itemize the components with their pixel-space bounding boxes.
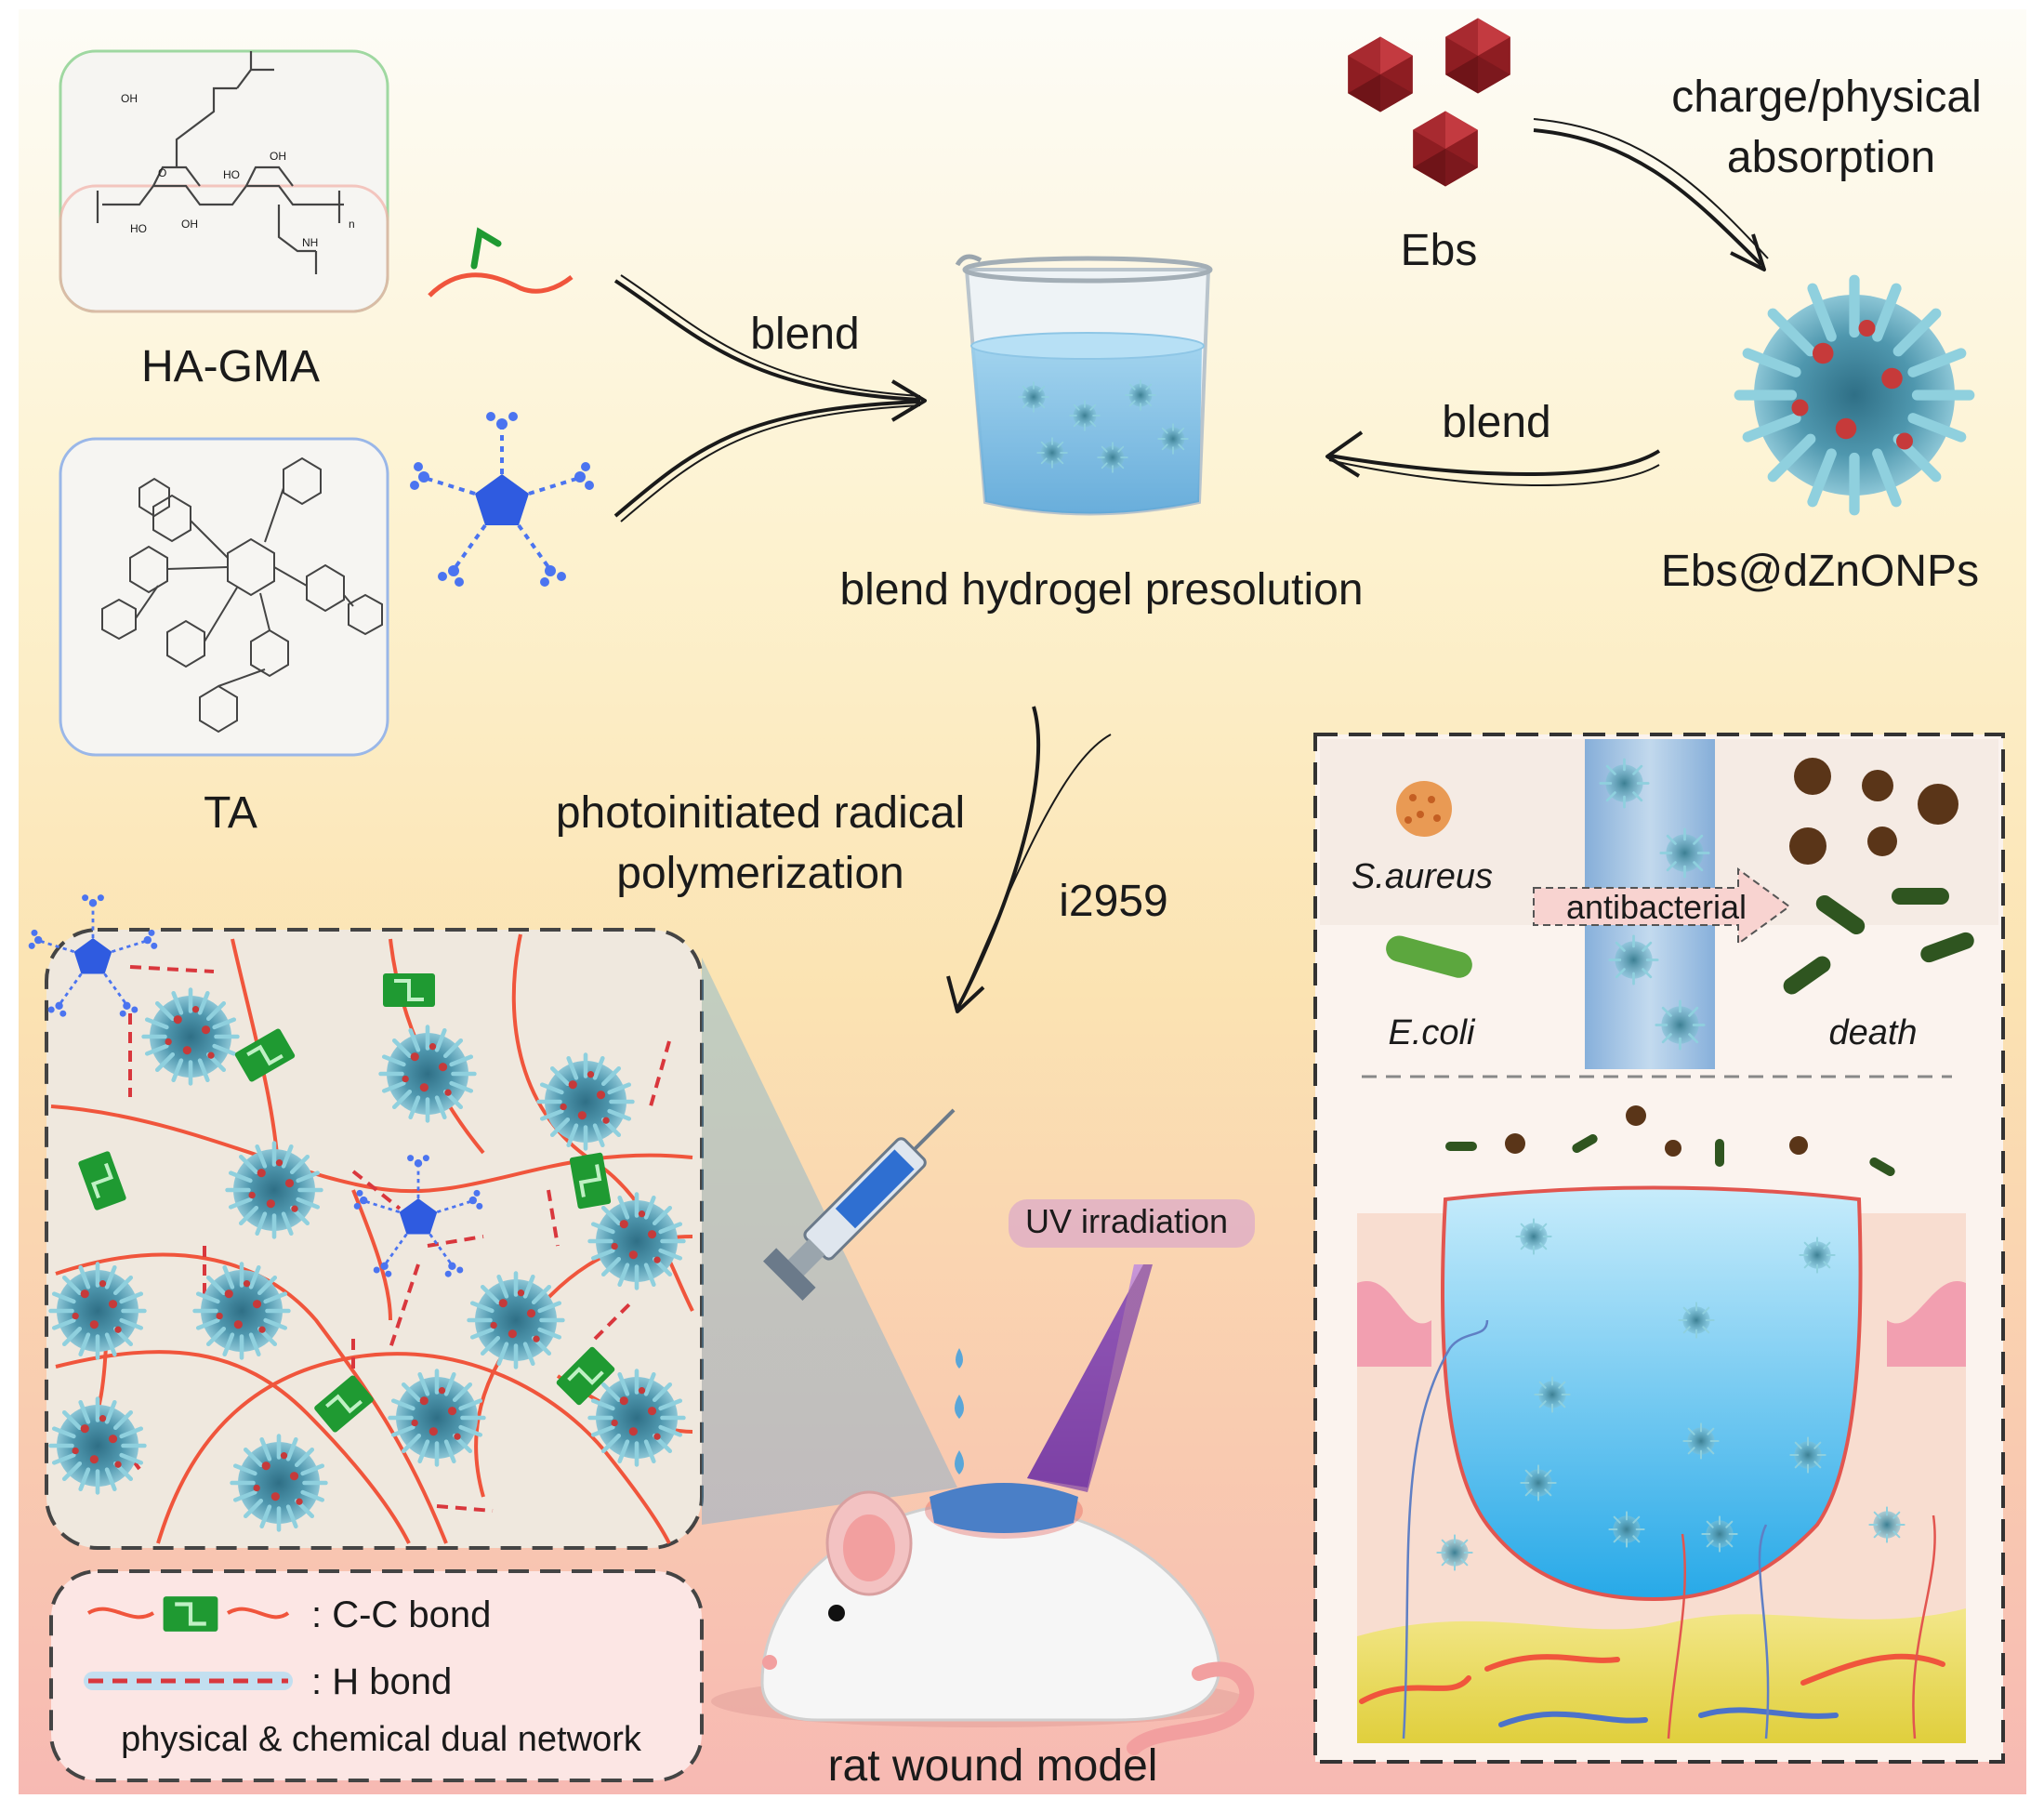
- svg-text:n: n: [349, 218, 355, 231]
- polymerization-arrow[interactable]: [946, 706, 1112, 1013]
- svg-text:HO: HO: [223, 168, 240, 181]
- blend-right-arrow[interactable]: [1325, 430, 1661, 486]
- syringe-icon: [763, 1108, 956, 1301]
- uv-label: UV irradiation: [1025, 1202, 1228, 1240]
- rat-model-label: rat wound model: [828, 1741, 1158, 1791]
- photo-label-line1: photoinitiated radical: [556, 788, 965, 838]
- dual-network-panel: [28, 893, 704, 1550]
- svg-text:NH: NH: [302, 236, 318, 249]
- svg-text:OH: OH: [121, 92, 138, 105]
- presolution-label: blend hydrogel presolution: [839, 565, 1363, 615]
- blend-right-label: blend: [1442, 398, 1550, 447]
- h-bond-legend-label: : H bond: [311, 1661, 452, 1702]
- charge-label-line2: absorption: [1727, 133, 1935, 182]
- charge-label-line1: charge/physical: [1671, 73, 1982, 122]
- ebs-dzno-nanoparticle-icon: [1739, 280, 1970, 510]
- ecoli-label: E.coli: [1389, 1013, 1476, 1052]
- rat-illustration: [711, 1483, 1255, 1755]
- ebs-label: Ebs: [1401, 226, 1478, 275]
- absorption-arrow[interactable]: [1533, 118, 1769, 271]
- saureus-label: S.aureus: [1352, 857, 1493, 896]
- svg-text:OH: OH: [181, 218, 198, 231]
- initiator-label: i2959: [1059, 877, 1167, 926]
- antibacterial-label: antibacterial: [1566, 888, 1747, 926]
- ebs-dzno-label: Ebs@dZnONPs: [1661, 547, 1979, 596]
- dual-network-label: physical & chemical dual network: [121, 1720, 642, 1759]
- blend-left-label: blend: [750, 310, 859, 359]
- gel-drops: [955, 1348, 964, 1475]
- ha-gma-label: HA-GMA: [141, 342, 320, 391]
- death-label: death: [1828, 1013, 1917, 1052]
- beaker-icon: [955, 254, 1213, 516]
- ha-gma-structure-card: OH O HO OH HO OH NH n: [59, 49, 389, 313]
- ha-gma-polymer-icon: [428, 227, 574, 298]
- svg-text:OH: OH: [270, 150, 286, 163]
- ta-label: TA: [204, 788, 257, 838]
- blend-merge-arrows[interactable]: [613, 274, 927, 522]
- ta-structure-card: [59, 437, 389, 757]
- uv-beam: [1009, 1199, 1255, 1492]
- svg-text:O: O: [158, 166, 166, 179]
- svg-text:HO: HO: [130, 222, 147, 235]
- bond-legend: : C-C bond : H bond physical & chemical …: [49, 1569, 704, 1782]
- cc-bond-legend-label: : C-C bond: [311, 1594, 491, 1635]
- antibacterial-panel: [1313, 733, 2005, 1764]
- photo-label-line2: polymerization: [616, 849, 903, 898]
